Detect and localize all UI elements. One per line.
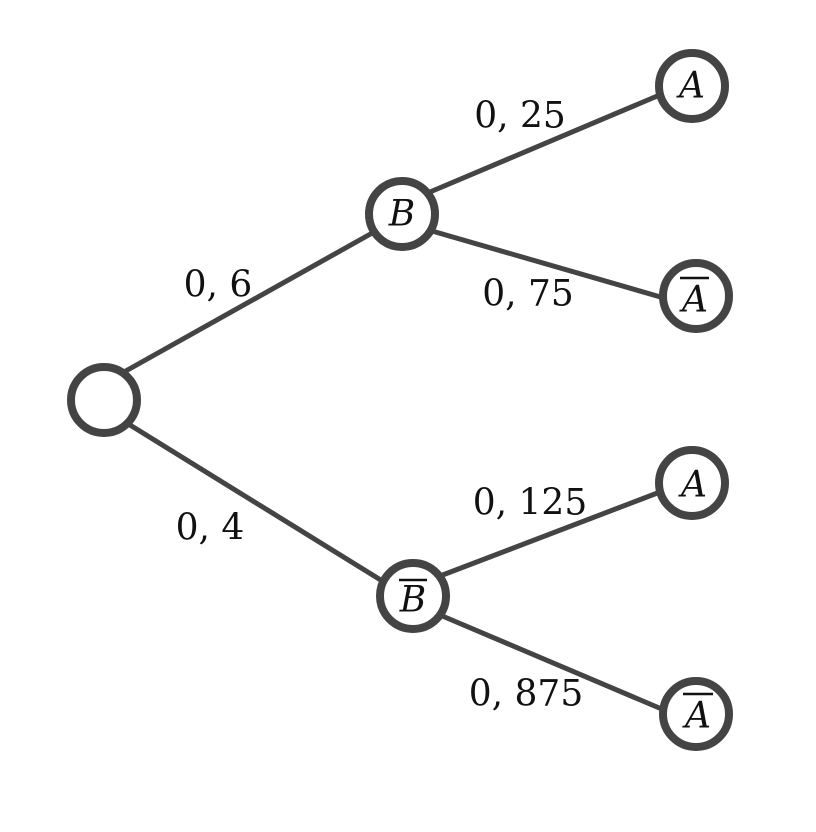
edge-not-b-to-a — [437, 489, 663, 579]
prob-label-b: 0, 6 — [184, 265, 253, 306]
edge-b-to-a — [427, 91, 665, 195]
edge-not-b-to-not-a — [437, 612, 667, 713]
node-not-b-not-a: A — [659, 677, 733, 751]
edge-root-to-b — [121, 229, 377, 375]
prob-label-not-b-not-a: 0, 875 — [469, 674, 584, 715]
node-b-a: A — [655, 49, 729, 123]
prob-label-b-a: 0, 25 — [474, 96, 566, 137]
prob-label-not-b: 0, 4 — [176, 508, 245, 549]
node-not-b-a: A — [655, 446, 729, 520]
node-b-label: B — [388, 194, 415, 235]
node-not-b-label: B — [399, 580, 426, 621]
node-not-b: B — [376, 559, 450, 633]
node-b-not-a-label: A — [679, 280, 708, 321]
node-b-not-a: A — [659, 259, 733, 333]
root-node — [67, 363, 141, 437]
node-b: B — [365, 177, 439, 251]
edge-b-to-not-a — [429, 228, 667, 301]
prob-label-b-not-a: 0, 75 — [482, 274, 574, 315]
node-not-b-a-label: A — [678, 465, 707, 506]
node-b-a-label: A — [676, 66, 705, 107]
prob-label-not-b-a: 0, 125 — [473, 483, 588, 524]
edge-root-to-not-b — [127, 422, 387, 585]
node-not-b-not-a-label: A — [682, 696, 711, 737]
